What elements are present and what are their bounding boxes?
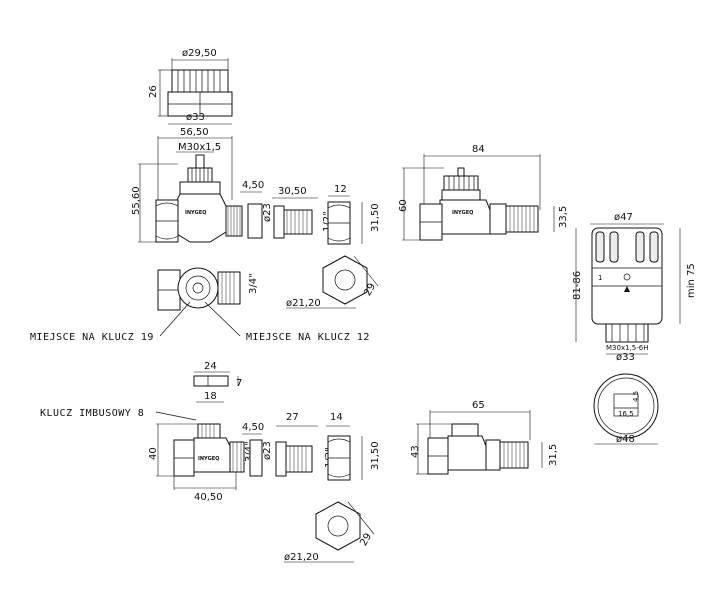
- thermostatic-valve: 56,50 M30x1,5 INYGEQ 55,60: [131, 127, 243, 243]
- valve-plan-view: 3/4" MIEJSCE NA KLUCZ 19 MIEJSCE NA KLUC…: [30, 267, 370, 343]
- cap-inner-label: 18: [204, 391, 217, 402]
- brand-logo-lv: INYGEQ: [198, 456, 219, 462]
- av2-height-label: 43: [410, 445, 421, 458]
- th-small-b-label: 4,5: [632, 391, 640, 402]
- th-base-label: ø33: [616, 352, 635, 363]
- nut-width-label-bottom: 14: [330, 412, 343, 423]
- hex-flat-label-bottom: 29: [358, 531, 374, 548]
- cap-height-label: 7: [236, 378, 242, 389]
- lockshield-valve: INYGEQ 3/4" 40 40,50: [148, 423, 255, 503]
- th-height-label: 81-86: [572, 271, 583, 300]
- thermostat-head: ø47 1 M30x1,5-6H ø33 81-86 min 75: [572, 212, 697, 363]
- seal-dia-label-top: ø23: [262, 203, 273, 222]
- key-12-label: MIEJSCE NA KLUCZ 12: [246, 332, 370, 343]
- valve-width-label: 56,50: [180, 127, 209, 138]
- hex-nut-top: 29 ø21,20: [286, 255, 379, 309]
- gap-label-bottom: 4,50: [242, 422, 264, 433]
- angle-valve-top: 84 INYGEQ 60 33,5: [398, 144, 569, 241]
- av2-right-label: 31,5: [548, 444, 559, 466]
- key-19-label: MIEJSCE NA KLUCZ 19: [30, 332, 154, 343]
- hex-dia-label-bottom: ø21,20: [284, 552, 319, 563]
- valve-thread-label: M30x1,5: [178, 142, 221, 153]
- scale-1-label: 1: [598, 274, 602, 282]
- valve-height-label: 55,60: [131, 186, 142, 215]
- brand-logo-av: INYGEQ: [452, 210, 473, 216]
- thermostat-bottom-view: 16,5 4,5 ø48: [593, 373, 659, 445]
- tailpiece-bottom: 4,50 ø23 27 1/2" 14 31,50: [242, 412, 381, 481]
- th-small-a-label: 16,5: [618, 410, 634, 418]
- nut-height-label-bottom: 31,50: [370, 441, 381, 470]
- hex-key-label: KLUCZ IMBUSOWY 8: [40, 408, 144, 419]
- lv-width-label: 40,50: [194, 492, 223, 503]
- seal-dia-label-bottom: ø23: [262, 441, 273, 460]
- brand-logo: INYGEQ: [185, 210, 206, 216]
- av-right-label: 33,5: [558, 206, 569, 228]
- th-diameter-label: ø47: [614, 212, 633, 223]
- nut-height-label-top: 31,50: [370, 203, 381, 232]
- gap-label-top: 4,50: [242, 180, 264, 191]
- cap-width-label: 24: [204, 361, 217, 372]
- plan-3-4-label: 3/4": [248, 273, 259, 294]
- th-bottom-diameter-label: ø48: [616, 434, 635, 445]
- th-thread-label: M30x1,5-6H: [606, 344, 648, 352]
- lock-cap: 24 7 18 KLUCZ IMBUSOWY 8: [40, 361, 242, 421]
- nut-width-label-top: 12: [334, 184, 347, 195]
- knob-diameter-label: ø29,50: [182, 48, 217, 59]
- knob-height-label: 26: [148, 85, 159, 98]
- hex-dia-label-top: ø21,20: [286, 298, 321, 309]
- av2-width-label: 65: [472, 400, 485, 411]
- angle-valve-bottom: 65 43 31,5: [410, 400, 559, 475]
- th-min-label: min 75: [686, 263, 697, 298]
- knob-base-label: ø33: [186, 112, 205, 123]
- av-width-label: 84: [472, 144, 485, 155]
- nipple-length-label-bottom: 27: [286, 412, 299, 423]
- hex-nut-bottom: 29 ø21,20: [284, 501, 375, 563]
- knob-cap: ø29,50 26 ø33: [148, 48, 233, 125]
- nipple-length-label-top: 30,50: [278, 186, 307, 197]
- lv-height-label: 40: [148, 447, 159, 460]
- av-height-label: 60: [398, 199, 409, 212]
- tailpiece-top: 4,50 ø23 30,50 1/2" 12 31,50: [240, 180, 381, 245]
